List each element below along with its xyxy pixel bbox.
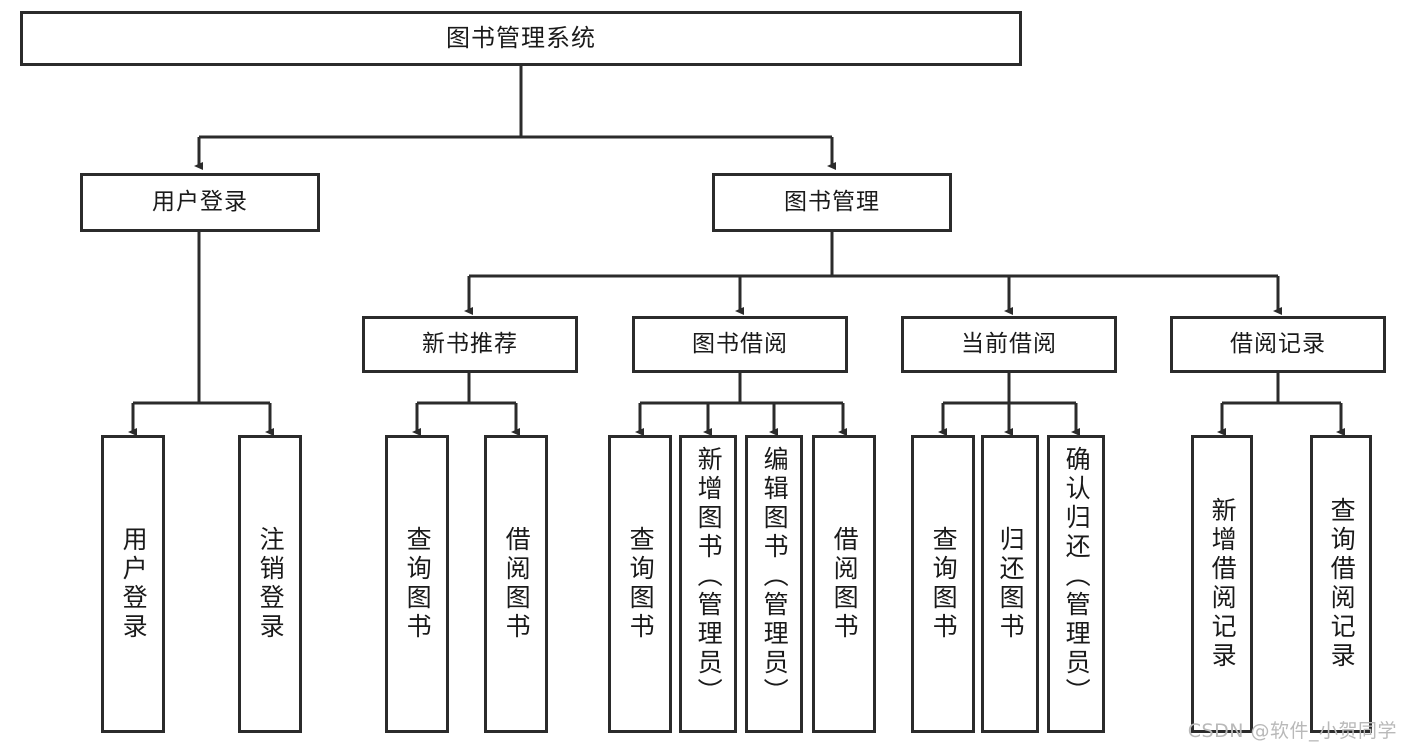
node-leaf-borrow-book-1-label: 借阅图书 (502, 526, 532, 642)
node-leaf-query-book-3[interactable]: 查询图书 (911, 435, 975, 733)
node-leaf-add-record[interactable]: 新增借阅记录 (1191, 435, 1253, 733)
node-leaf-user-login[interactable]: 用户登录 (101, 435, 165, 733)
node-leaf-edit-book-label: 编辑图书（管理员） (760, 446, 790, 707)
node-current-borrow[interactable]: 当前借阅 (901, 316, 1117, 373)
node-borrow-record-label: 借阅记录 (1230, 331, 1326, 358)
node-leaf-edit-book[interactable]: 编辑图书（管理员） (745, 435, 803, 733)
node-new-book-recommend[interactable]: 新书推荐 (362, 316, 578, 373)
node-leaf-user-logout-label: 注销登录 (256, 526, 286, 642)
node-leaf-confirm-return[interactable]: 确认归还（管理员） (1047, 435, 1105, 733)
node-leaf-query-book-3-label: 查询图书 (929, 526, 959, 642)
node-user-login-label: 用户登录 (152, 189, 248, 216)
node-book-manage-label: 图书管理 (784, 189, 880, 216)
node-leaf-borrow-book-2[interactable]: 借阅图书 (812, 435, 876, 733)
node-leaf-add-book[interactable]: 新增图书（管理员） (679, 435, 737, 733)
node-leaf-borrow-book-2-label: 借阅图书 (830, 526, 860, 642)
node-leaf-query-book-1[interactable]: 查询图书 (385, 435, 449, 733)
node-leaf-query-book-2[interactable]: 查询图书 (608, 435, 672, 733)
node-root-label: 图书管理系统 (446, 23, 596, 52)
node-leaf-user-login-label: 用户登录 (119, 526, 149, 642)
node-leaf-add-book-label: 新增图书（管理员） (694, 446, 724, 707)
node-leaf-query-book-2-label: 查询图书 (626, 526, 656, 642)
node-leaf-add-record-label: 新增借阅记录 (1208, 497, 1238, 671)
node-root[interactable]: 图书管理系统 (20, 11, 1022, 66)
watermark-text: CSDN @软件_小贺同学 (1187, 720, 1397, 742)
node-current-borrow-label: 当前借阅 (961, 331, 1057, 358)
node-leaf-return-book[interactable]: 归还图书 (981, 435, 1039, 733)
node-borrow-record[interactable]: 借阅记录 (1170, 316, 1386, 373)
node-leaf-user-logout[interactable]: 注销登录 (238, 435, 302, 733)
node-user-login[interactable]: 用户登录 (80, 173, 320, 232)
node-book-manage[interactable]: 图书管理 (712, 173, 952, 232)
node-leaf-query-record[interactable]: 查询借阅记录 (1310, 435, 1372, 733)
node-new-book-recommend-label: 新书推荐 (422, 331, 518, 358)
node-leaf-query-book-1-label: 查询图书 (403, 526, 433, 642)
node-book-borrow[interactable]: 图书借阅 (632, 316, 848, 373)
node-leaf-borrow-book-1[interactable]: 借阅图书 (484, 435, 548, 733)
node-leaf-return-book-label: 归还图书 (996, 526, 1026, 642)
node-book-borrow-label: 图书借阅 (692, 331, 788, 358)
node-leaf-confirm-return-label: 确认归还（管理员） (1062, 446, 1092, 707)
node-leaf-query-record-label: 查询借阅记录 (1327, 497, 1357, 671)
